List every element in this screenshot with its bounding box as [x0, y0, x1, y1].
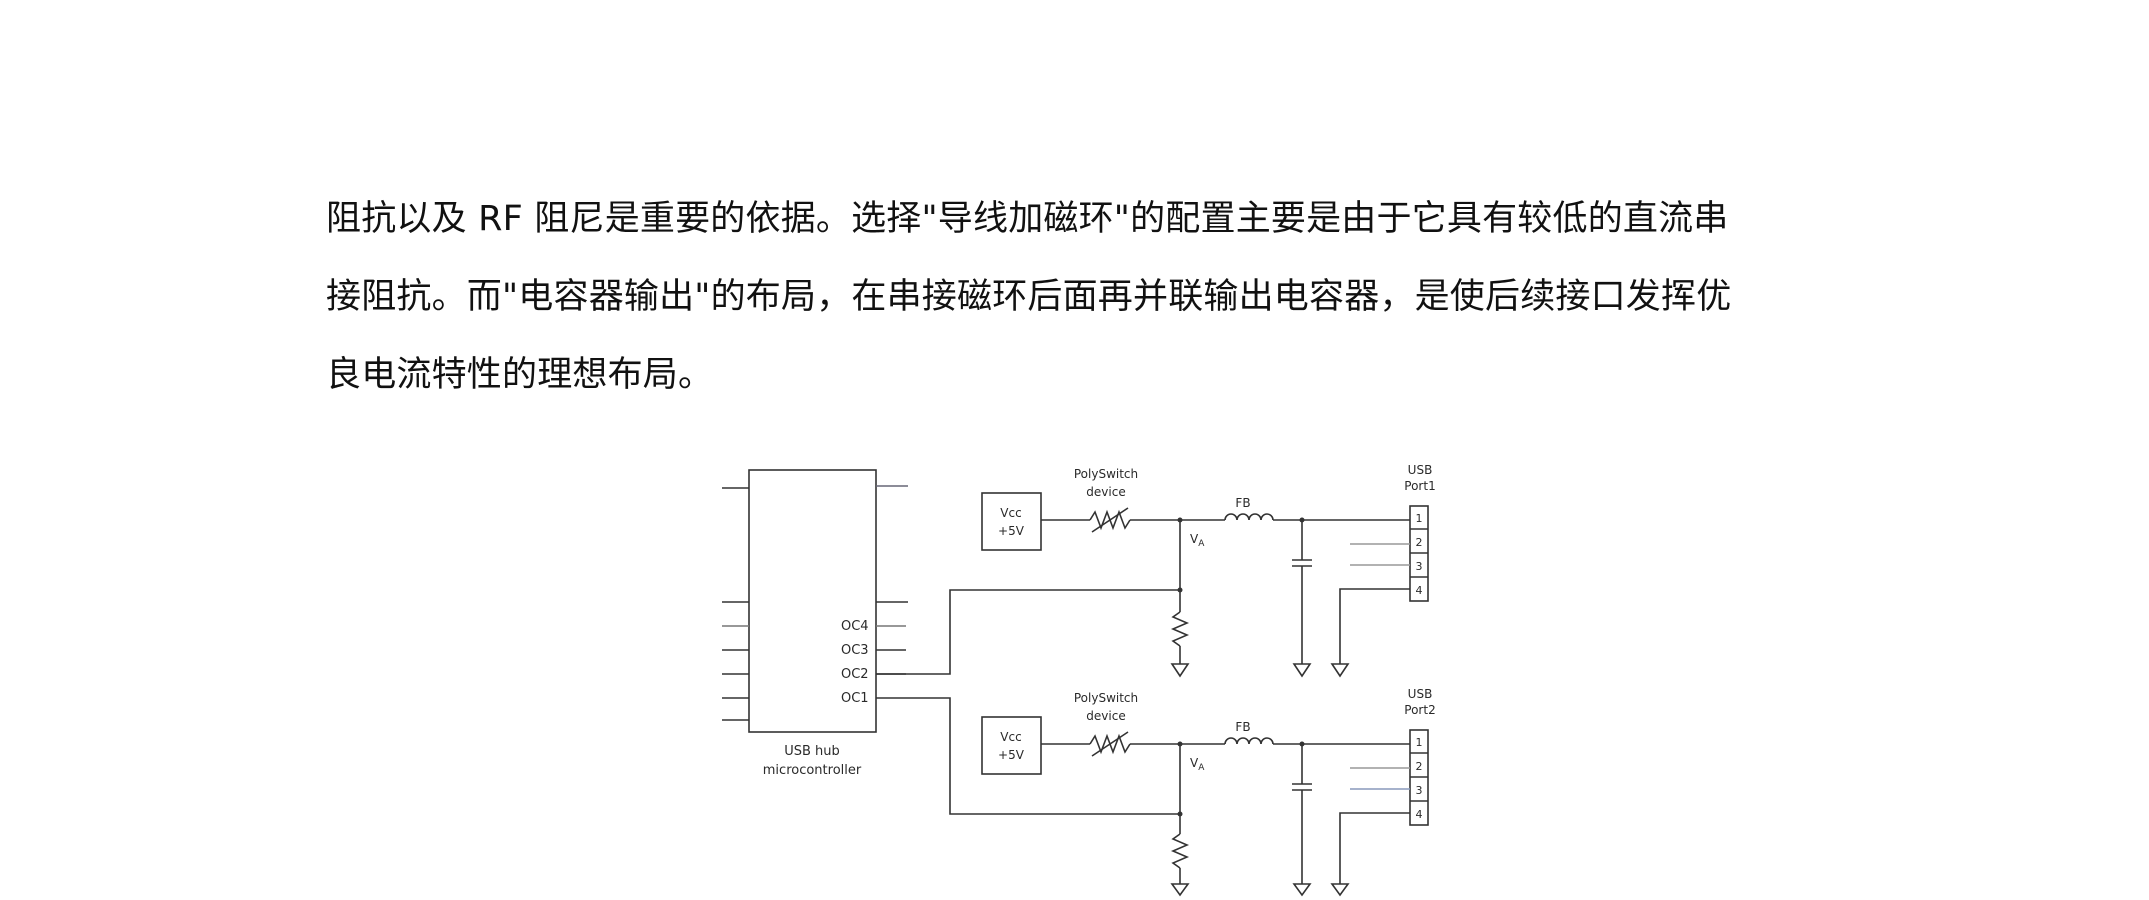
- paragraph-line: 阻抗以及 RF 阻尼是重要的依据。选择"导线加磁环"的配置主要是由于它具有较低的…: [326, 199, 1729, 239]
- channel-port2: Vcc +5V PolySwitch device FB VA USB Port…: [981, 687, 1436, 897]
- connector-pin-3: 3: [1416, 560, 1423, 573]
- ferrite-bead-label: FB: [1235, 720, 1250, 734]
- usb-port-number: Port2: [1404, 703, 1435, 717]
- pin-label-oc4: OC4: [841, 619, 869, 634]
- usb-port-label: USB: [1408, 687, 1433, 701]
- usb-port-number: Port1: [1404, 479, 1435, 493]
- paragraph-line: 良电流特性的理想布局。: [326, 355, 714, 395]
- oc1-wire: [876, 697, 1180, 815]
- junction-dot: [1299, 517, 1305, 523]
- vcc-source-box: [981, 492, 1042, 551]
- usb-port-label: USB: [1408, 463, 1433, 477]
- overcurrent-signal-wires: [876, 589, 1180, 815]
- oc2-wire: [876, 589, 1180, 675]
- microcontroller-block: [722, 469, 908, 733]
- ground-symbol: [1170, 883, 1190, 897]
- ground-symbol: [1292, 663, 1312, 678]
- channel-port1: Vcc +5V PolySwitch device FB VA USB Port…: [981, 463, 1436, 678]
- vcc-voltage-label: +5V: [998, 524, 1025, 538]
- polyswitch-diagonal: [1091, 507, 1129, 533]
- pullup-resistor: [1170, 611, 1190, 647]
- vcc-source-box: [981, 716, 1042, 775]
- body-paragraph: 阻抗以及 RF 阻尼是重要的依据。选择"导线加磁环"的配置主要是由于它具有较低的…: [326, 180, 1846, 414]
- junction-dot: [1299, 741, 1305, 747]
- paragraph-line: 接阻抗。而"电容器输出"的布局，在串接磁环后面再并联输出电容器，是使后续接口发挥…: [326, 277, 1732, 317]
- polyswitch-sublabel: device: [1086, 485, 1125, 499]
- junction-dot: [1177, 741, 1183, 747]
- junction-dot: [1177, 587, 1183, 593]
- mcu-label-line1: USB hub: [784, 744, 840, 759]
- polyswitch-sublabel: device: [1086, 709, 1125, 723]
- connector-pin-1: 1: [1416, 736, 1423, 749]
- pin-label-oc2: OC2: [841, 667, 869, 682]
- ground-wire: [1339, 812, 1410, 884]
- vcc-label: Vcc: [1000, 506, 1021, 520]
- connector-pin-4: 4: [1416, 808, 1423, 821]
- node-va-label: VA: [1190, 756, 1205, 773]
- ferrite-bead-inductor: [1224, 737, 1274, 745]
- ferrite-bead-inductor: [1224, 513, 1274, 521]
- mcu-pin-labels: OC4 OC3 OC2 OC1: [841, 619, 869, 706]
- connector-pin-2: 2: [1416, 760, 1423, 773]
- connector-pin-2: 2: [1416, 536, 1423, 549]
- pin-label-oc3: OC3: [841, 643, 869, 658]
- ground-wire: [1339, 588, 1410, 664]
- junction-dot: [1177, 811, 1183, 817]
- connector-pin-4: 4: [1416, 584, 1423, 597]
- vcc-voltage-label: +5V: [998, 748, 1025, 762]
- junction-dot: [1177, 517, 1183, 523]
- pin-label-oc1: OC1: [841, 691, 869, 706]
- polyswitch-label: PolySwitch: [1074, 691, 1138, 705]
- ground-symbol: [1170, 663, 1190, 678]
- mcu-label-line2: microcontroller: [763, 763, 862, 778]
- ground-symbol: [1330, 883, 1350, 897]
- polyswitch-label: PolySwitch: [1074, 467, 1138, 481]
- pullup-resistor: [1170, 833, 1190, 869]
- connector-pin-1: 1: [1416, 512, 1423, 525]
- microcontroller-body: [748, 469, 877, 733]
- connector-pin-3: 3: [1416, 784, 1423, 797]
- node-va-label: VA: [1190, 532, 1205, 549]
- ferrite-bead-label: FB: [1235, 496, 1250, 510]
- ground-symbol: [1330, 663, 1350, 678]
- polyswitch-diagonal: [1091, 731, 1129, 757]
- ground-symbol: [1292, 883, 1312, 897]
- vcc-label: Vcc: [1000, 730, 1021, 744]
